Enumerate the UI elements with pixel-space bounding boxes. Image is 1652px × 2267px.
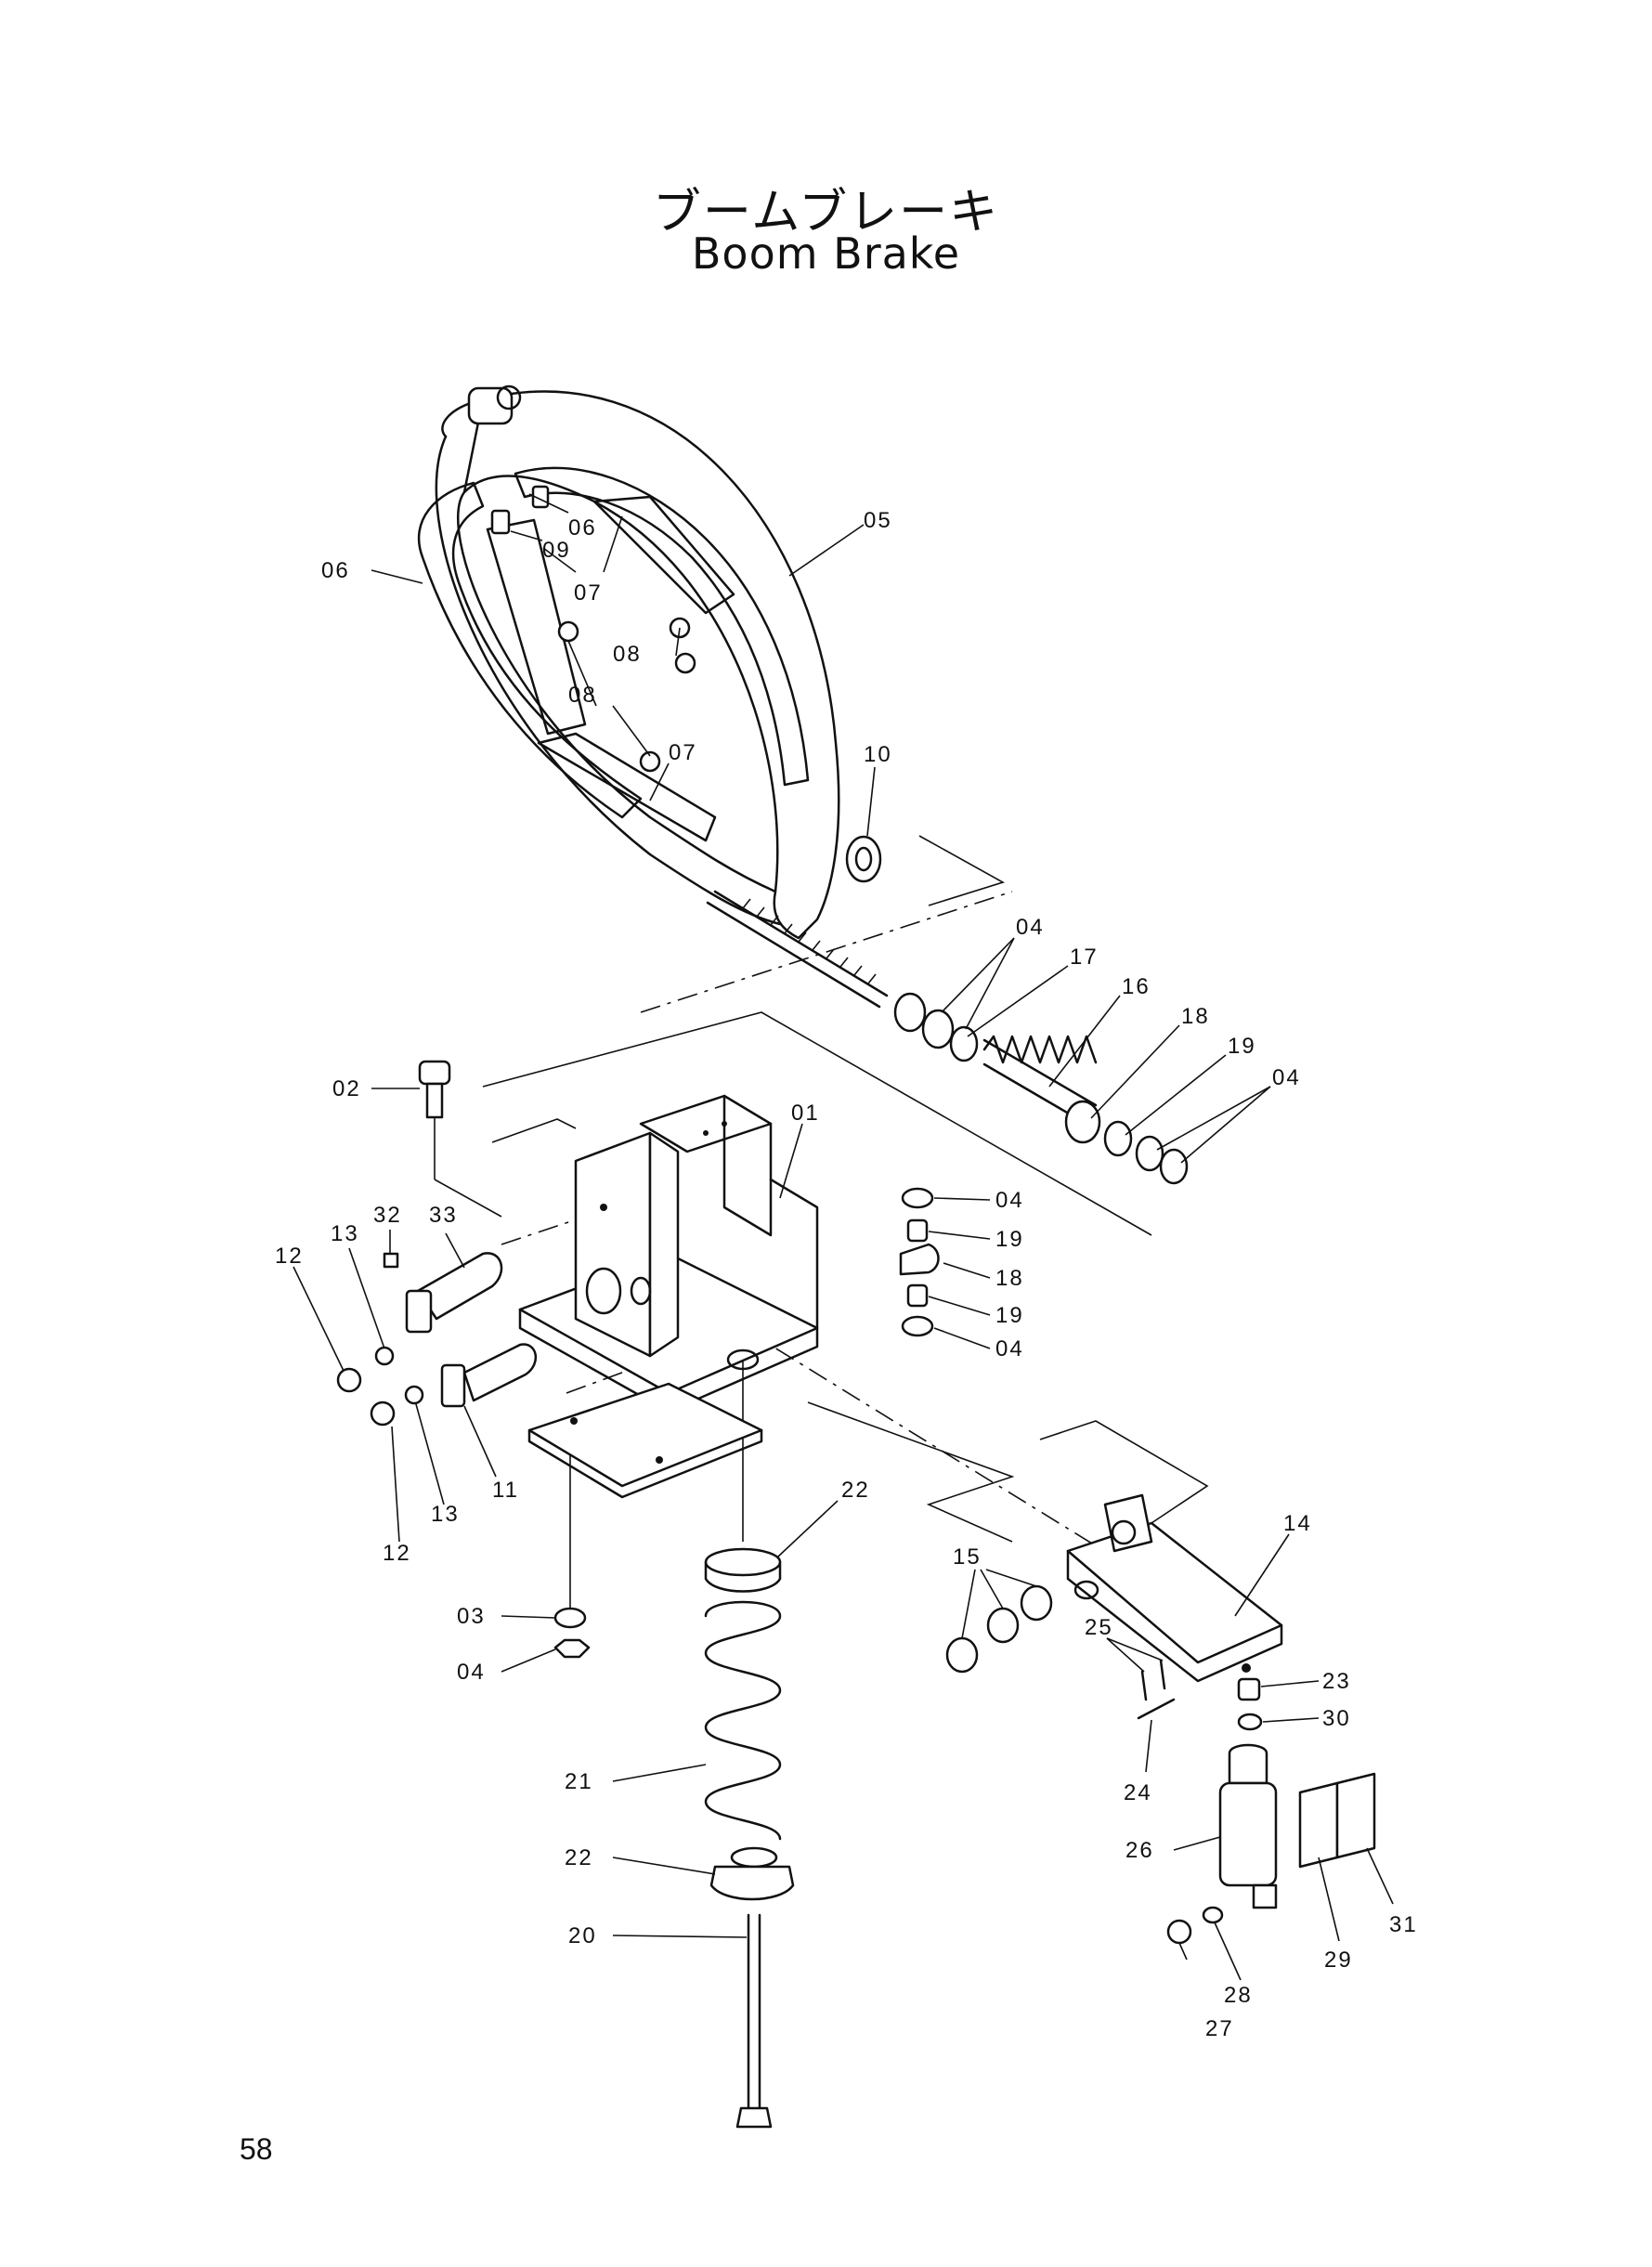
callout-labels: 06 06 09 07 08 08 07 05 10 04 17 [275,493,1418,2041]
callout-25: 25 [1085,1615,1113,1640]
pin-09 [490,485,550,535]
rivets-08 [557,617,696,773]
spring-seat-22-upper [704,1547,782,1593]
callout-21: 21 [565,1769,593,1794]
washers-13 [374,1346,424,1405]
threaded-rod [706,890,889,1009]
callout-08-upper: 08 [613,642,642,667]
cotter-pins-25 [1140,1659,1166,1701]
callout-30: 31 [1389,1912,1418,1937]
diagram-title-english: Boom Brake [691,228,961,279]
callout-12-lower: 12 [383,1541,411,1566]
callout-19-rod: 19 [1228,1034,1256,1059]
callout-20: 20 [568,1923,597,1948]
pin-33 [405,1252,503,1334]
callout-32: 32 [373,1203,402,1228]
callout-24: 24 [1124,1780,1152,1805]
callout-05: 05 [864,508,892,533]
bolt-27 [1166,1919,1192,1945]
callout-03: 03 [457,1604,486,1629]
callout-29: 29 [1324,1948,1353,1973]
callout-33: 33 [429,1203,458,1228]
callout-15: 15 [953,1544,982,1570]
bolts-12 [336,1367,396,1427]
spring-seat-22-lower [709,1846,795,1901]
plate-29 [1298,1781,1339,1869]
callout-01: 01 [791,1101,820,1126]
base-plate [527,1382,763,1499]
callout-17: 17 [1070,945,1099,970]
callout-13-upper: 13 [331,1221,359,1246]
callout-19-stack-top: 19 [995,1227,1024,1252]
lever-14 [1066,1493,1283,1683]
callout-11: 11 [492,1478,519,1503]
callout-22-lower: 22 [565,1845,593,1870]
callout-23: 23 [1322,1669,1351,1694]
diagram-title-japanese: ブームブレーキ [652,185,1000,241]
pin-11 [440,1343,538,1408]
callout-12-upper: 12 [275,1244,304,1269]
callout-04-rod-end: 04 [1272,1065,1301,1090]
bracket-01 [518,1094,819,1414]
callout-08-lower: 08 [568,683,597,708]
callout-19-stack-bottom: 19 [995,1303,1024,1328]
nut-04-lower [553,1638,591,1659]
washer-31 [1237,1713,1263,1731]
callout-22-upper: 22 [841,1478,870,1503]
callout-07-lower: 07 [669,740,697,765]
callout-26: 26 [1125,1838,1154,1863]
callout-04-rod: 04 [1016,915,1045,940]
lining-strip-07 [486,495,735,842]
plate-30 [1335,1772,1376,1859]
brake-lining-06 [417,466,810,819]
callout-14: 14 [1283,1511,1312,1536]
cylinder-26 [1218,1743,1278,1909]
callout-13-lower: 13 [431,1502,460,1527]
bolt-02 [418,1060,451,1119]
rod-hardware [893,992,1189,1185]
washer-28 [1202,1906,1224,1924]
callout-07-upper: 07 [574,580,603,606]
callout-10: 10 [864,742,892,767]
callout-27: 27 [1205,2016,1234,2041]
callout-31: 30 [1322,1706,1351,1731]
rod-20 [735,1913,773,2129]
spring-21 [704,1600,782,1841]
brake-band-05 [435,384,840,940]
callout-04-lower: 04 [457,1660,486,1685]
center-lines [434,891,1180,1616]
washer-03 [553,1607,587,1629]
callout-04-stack-bottom: 04 [995,1336,1024,1362]
callout-06-left: 06 [321,558,350,583]
callout-02: 02 [332,1076,361,1101]
callout-16: 16 [1122,974,1151,999]
assembly-outlines [482,835,1209,1543]
page-number: 58 [240,2132,273,2166]
bushings-15 [945,1584,1053,1674]
pin-24 [1137,1698,1176,1720]
washer-10 [845,835,882,883]
callout-18-stack: 18 [995,1266,1024,1291]
callout-28: 28 [1224,1983,1253,2008]
callout-06-right: 06 [568,515,597,541]
cap-23 [1237,1677,1261,1701]
callout-04-stack-top: 04 [995,1188,1024,1213]
callout-18-rod: 18 [1181,1004,1210,1029]
grease-fitting-32 [383,1252,399,1269]
side-stack [899,1187,940,1337]
